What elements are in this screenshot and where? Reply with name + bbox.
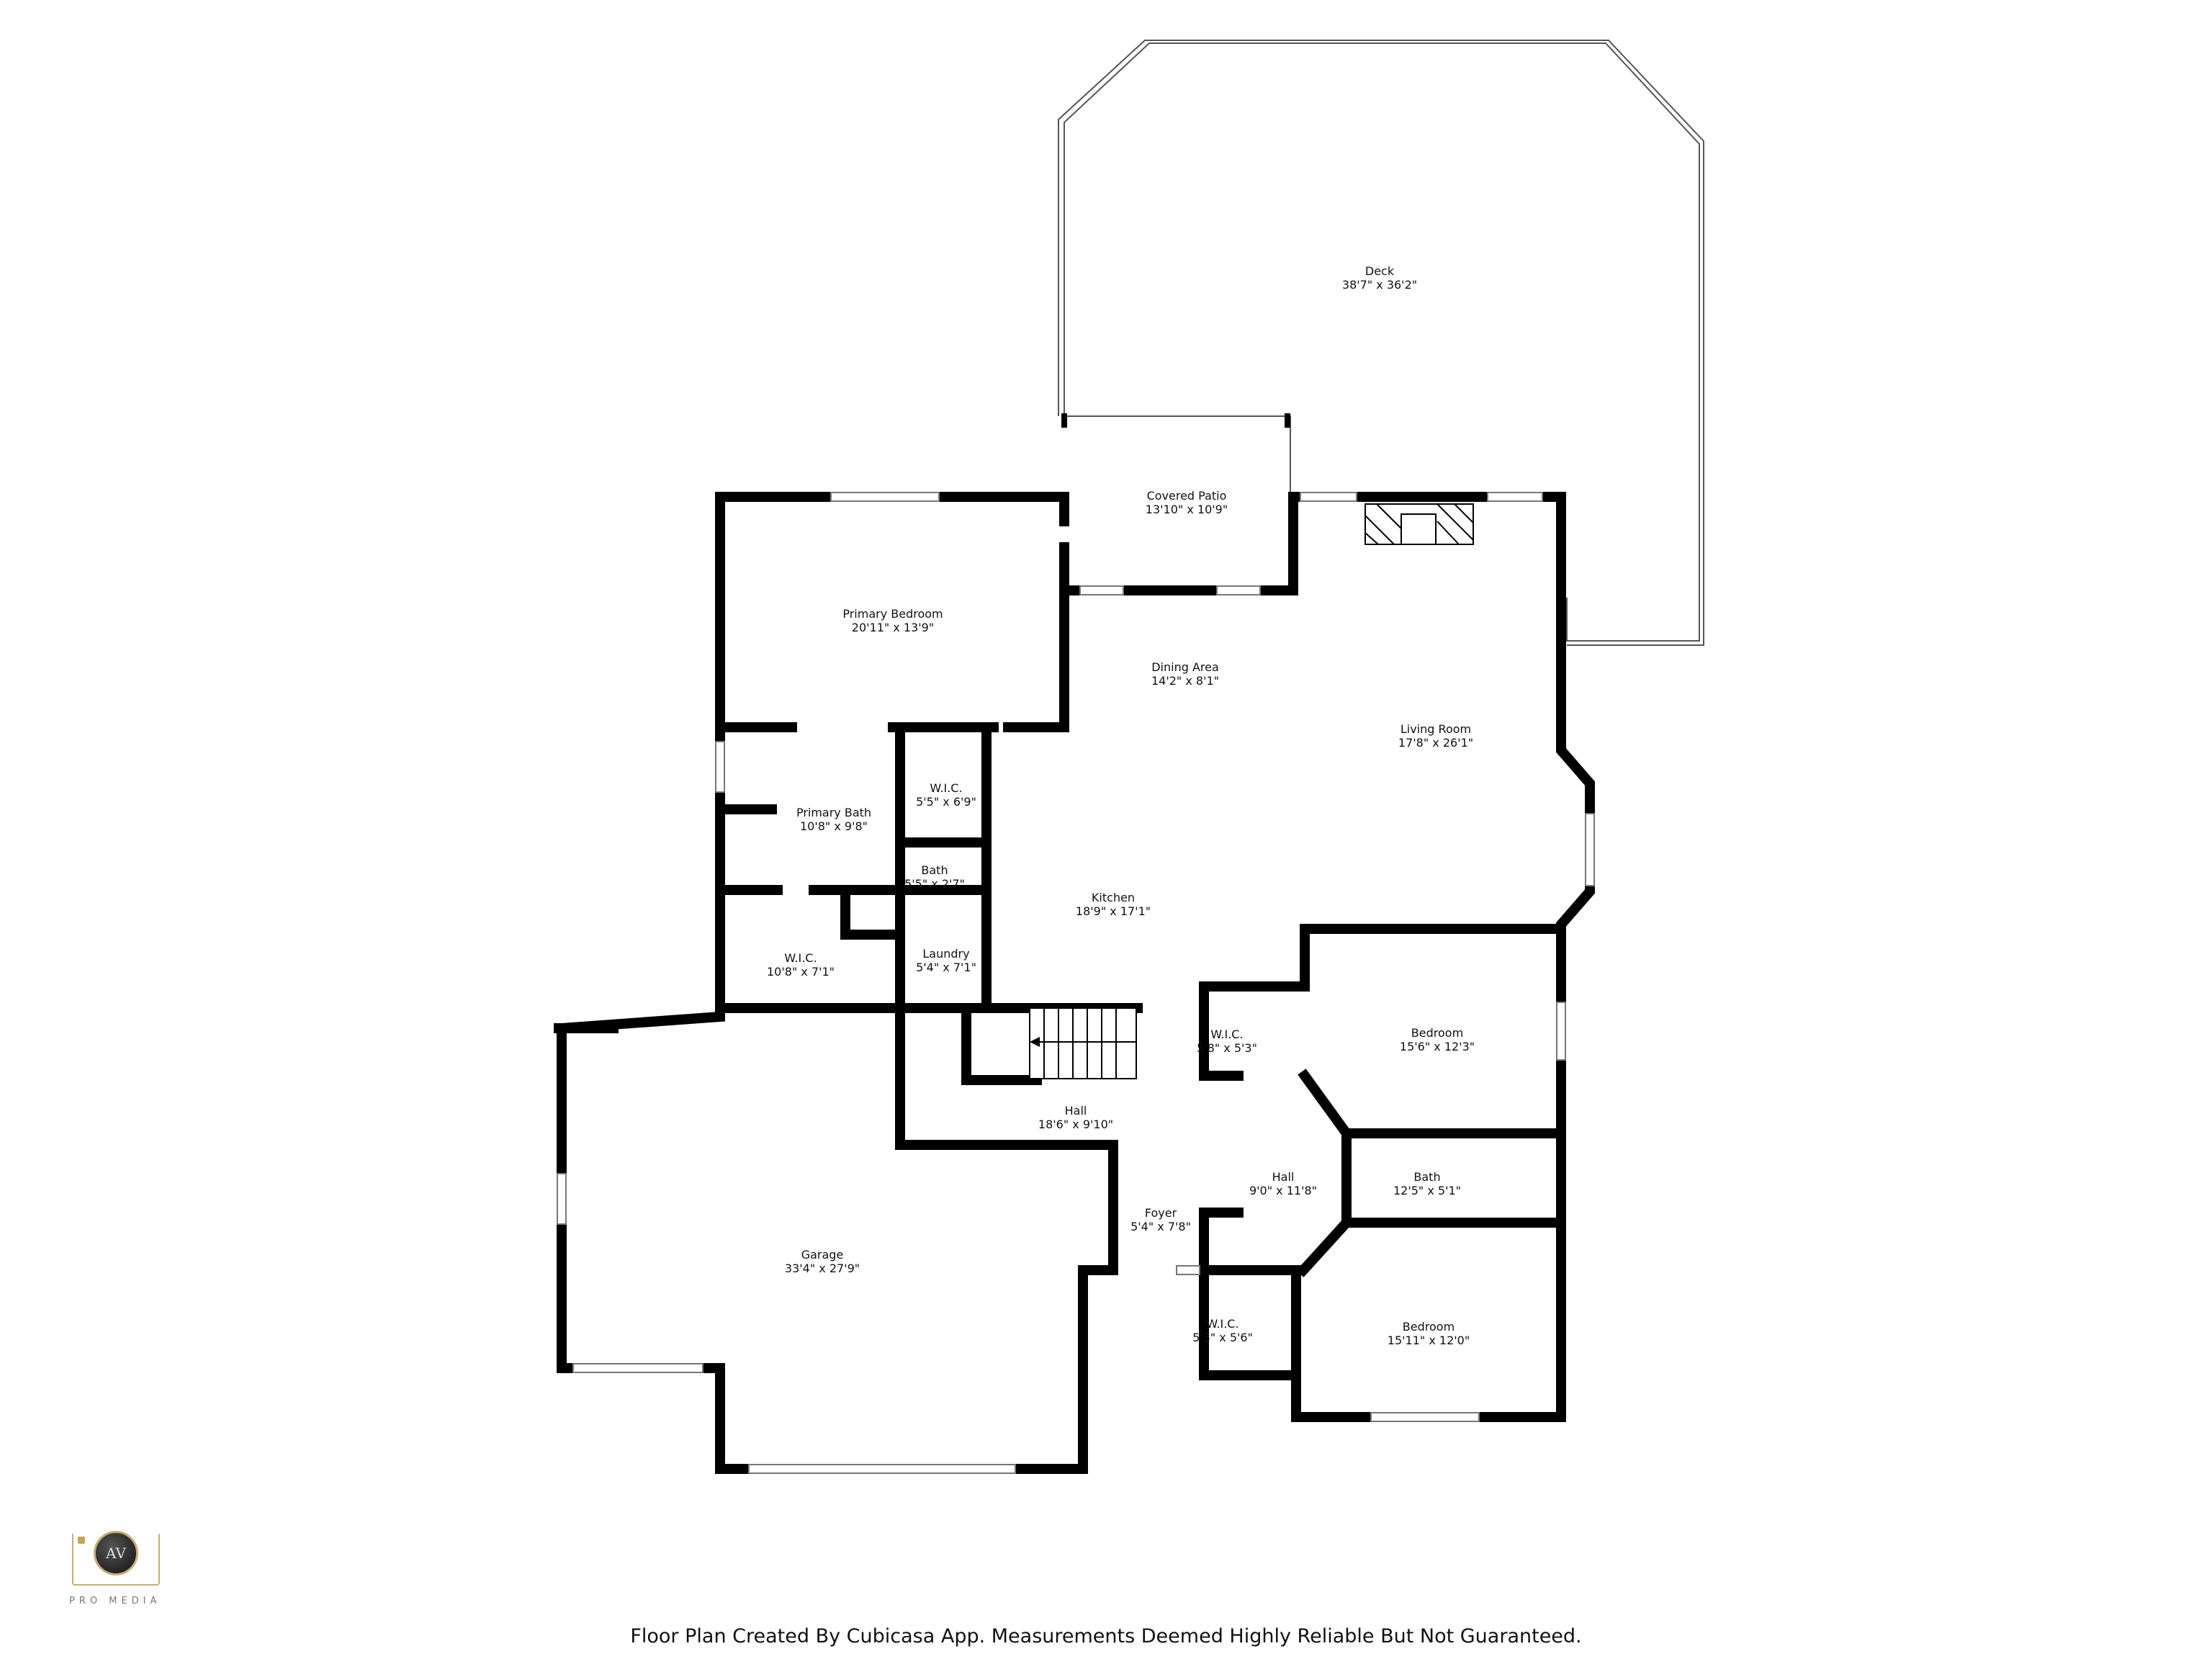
room-dimensions: 38'7" x 36'2"	[1341, 278, 1418, 292]
footer-disclaimer: Floor Plan Created By Cubicasa App. Meas…	[630, 1625, 1582, 1647]
room-name: Dining Area	[1151, 660, 1219, 674]
room-dimensions: 20'11" x 13'9"	[851, 621, 935, 634]
room-dimensions: 5'5" x 2'7"	[904, 877, 965, 891]
room-name: Hall	[1272, 1170, 1295, 1184]
logo-brand-text: PRO MEDIA	[69, 1596, 161, 1606]
fireplace-icon	[1364, 503, 1474, 545]
room-name: Bath	[1413, 1170, 1441, 1184]
room-dimensions: 5'4" x 7'1"	[916, 961, 976, 974]
company-logo: AV PRO MEDIA	[69, 1527, 163, 1613]
room-name: Kitchen	[1091, 891, 1136, 904]
room-dimensions: 13'10" x 10'9"	[1145, 503, 1228, 516]
room-dimensions: 10'8" x 7'1"	[766, 965, 835, 979]
room-dimensions: 15'6" x 12'3"	[1399, 1040, 1475, 1053]
room-name: Primary Bath	[796, 806, 872, 819]
room-name: W.I.C.	[784, 951, 817, 965]
room-dimensions: 5'8" x 5'3"	[1197, 1041, 1257, 1055]
room-name: W.I.C.	[1210, 1028, 1244, 1041]
room-name: Primary Bedroom	[842, 607, 943, 621]
room-name: W.I.C.	[1206, 1317, 1239, 1331]
deck-outline	[1058, 40, 1704, 646]
room-name: Laundry	[922, 947, 970, 961]
room-name: Hall	[1064, 1104, 1087, 1118]
staircase-icon	[1029, 1007, 1137, 1079]
camera-outline-icon	[72, 1534, 160, 1586]
room-name: W.I.C.	[930, 781, 963, 795]
room-name: Bath	[921, 863, 948, 877]
room-dimensions: 5'5" x 6'9"	[916, 795, 976, 809]
room-label: W.I.C.5'5" x 6'9"	[916, 781, 976, 809]
room-dimensions: 5'3" x 5'6"	[1192, 1331, 1253, 1344]
room-dimensions: 17'8" x 26'1"	[1398, 736, 1474, 750]
windows	[557, 492, 1595, 1474]
room-name: Living Room	[1400, 722, 1472, 736]
room-name: Bedroom	[1411, 1026, 1464, 1040]
room-dimensions: 33'4" x 27'9"	[784, 1262, 860, 1275]
room-name: Garage	[801, 1248, 844, 1262]
room-dimensions: 12'5" x 5'1"	[1393, 1184, 1462, 1197]
covered-patio-outline	[1061, 413, 1291, 497]
room-name: Bedroom	[1402, 1320, 1455, 1334]
room-label: W.I.C.5'8" x 5'3"	[1197, 1028, 1257, 1055]
room-dimensions: 14'2" x 8'1"	[1151, 674, 1220, 688]
room-name: Foyer	[1144, 1206, 1177, 1220]
room-label: W.I.C.5'3" x 5'6"	[1192, 1317, 1253, 1344]
camera-flash-icon	[78, 1537, 85, 1544]
room-dimensions: 5'4" x 7'8"	[1130, 1220, 1191, 1233]
room-dimensions: 9'0" x 11'8"	[1249, 1184, 1318, 1197]
room-dimensions: 10'8" x 9'8"	[799, 819, 868, 833]
room-dimensions: 18'6" x 9'10"	[1038, 1118, 1114, 1131]
room-label: W.I.C.10'8" x 7'1"	[767, 951, 835, 979]
logo-initials: AV	[94, 1531, 138, 1575]
room-name: Deck	[1364, 264, 1395, 278]
room-name: Covered Patio	[1146, 489, 1227, 503]
room-dimensions: 18'9" x 17'1"	[1075, 904, 1151, 918]
room-dimensions: 15'11" x 12'0"	[1387, 1334, 1470, 1347]
